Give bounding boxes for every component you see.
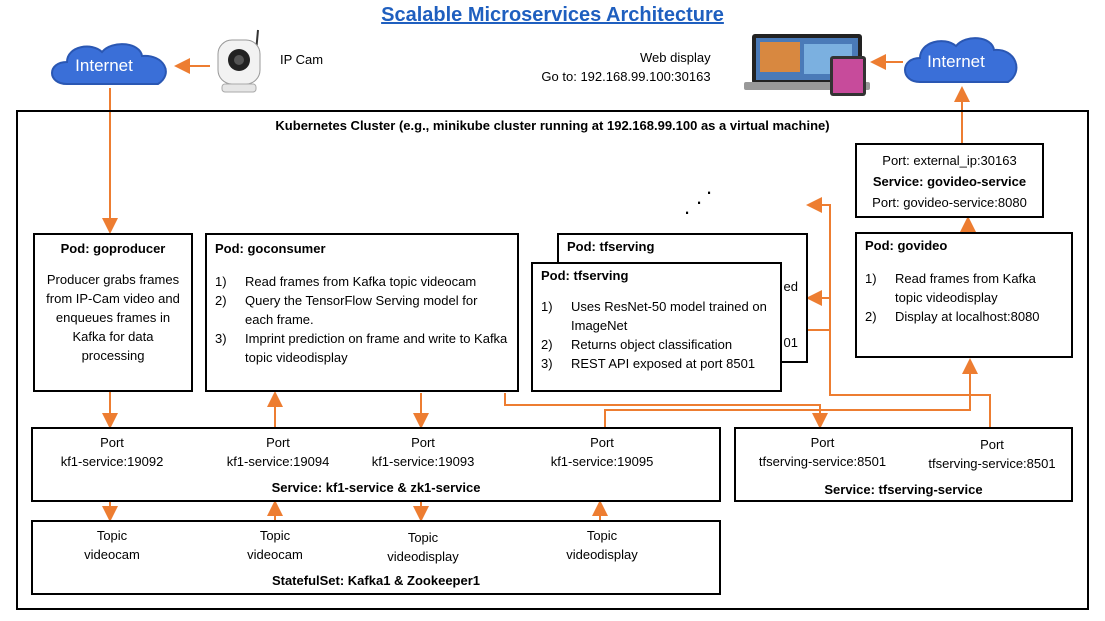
web-display-label: Web display Go to: 192.168.99.100:30163: [541, 48, 711, 86]
tfserving-replica-fragment: ed: [783, 279, 798, 294]
goproducer-description: Producer grabs frames from IP-Cam video …: [46, 272, 180, 363]
ip-cam-label: IP Cam: [280, 52, 324, 67]
pod-govideo: Pod: govideo 1)Read frames from Kafka to…: [855, 232, 1073, 358]
service-govideo: Port: external_ip:30163 Service: govideo…: [855, 143, 1044, 218]
internet-label-right: Internet: [927, 52, 985, 71]
list-item: 2)Query the TensorFlow Serving model for…: [215, 293, 478, 327]
tfserving-service-name: Service: tfserving-service: [824, 482, 983, 497]
pod-goconsumer: Pod: goconsumer 1)Read frames from Kafka…: [205, 233, 519, 392]
list-item: 1)Read frames from Kafka topic videodisp…: [865, 271, 1036, 305]
govideo-service-port-top: Port: external_ip:30163: [882, 153, 1017, 168]
tfserving-steps: 1)Uses ResNet-50 model trained on ImageN…: [541, 297, 772, 373]
govideo-title: Pod: govideo: [865, 238, 948, 253]
ellipsis-dots: ...: [684, 174, 713, 219]
list-item: 1)Read frames from Kafka topic videocam: [215, 274, 477, 289]
tfserving-replica-fragment: 01: [783, 335, 798, 350]
web-display-line2: Go to: 192.168.99.100:30163: [541, 69, 711, 84]
pod-goproducer: Pod: goproducer Producer grabs frames fr…: [33, 233, 193, 392]
internet-label-left: Internet: [75, 56, 133, 75]
tfserving-replica-title: Pod: tfserving: [567, 239, 655, 254]
kubernetes-cluster: [16, 110, 1089, 610]
tfserving-title: Pod: tfserving: [541, 268, 629, 283]
cloud-icon: [904, 37, 1018, 83]
ip-camera-icon: [217, 29, 261, 93]
diagram-title: Scalable Microservices Architecture: [381, 4, 724, 26]
list-item: 2)Returns object classification: [541, 337, 733, 352]
list-item: 2)Display at localhost:8080: [865, 309, 1040, 324]
list-item: 3)REST API exposed at port 8501: [541, 356, 756, 371]
kf1-service-name: Service: kf1-service & zk1-service: [271, 480, 481, 495]
goconsumer-title: Pod: goconsumer: [215, 241, 326, 256]
statefulset-name: StatefulSet: Kafka1 & Zookeeper1: [271, 573, 481, 588]
cluster-label: Kubernetes Cluster (e.g., minikube clust…: [275, 118, 830, 133]
cloud-icon: [51, 43, 167, 85]
govideo-steps: 1)Read frames from Kafka topic videodisp…: [865, 269, 1063, 326]
list-item: 1)Uses ResNet-50 model trained on ImageN…: [541, 299, 767, 333]
govideo-service-port-bottom: Port: govideo-service:8080: [872, 195, 1027, 210]
list-item: 3)Imprint prediction on frame and write …: [215, 331, 508, 365]
devices-icon: [744, 34, 870, 96]
web-display-line1: Web display: [640, 50, 711, 65]
pod-tfserving: Pod: tfserving 1)Uses ResNet-50 model tr…: [531, 262, 782, 392]
goproducer-title: Pod: goproducer: [60, 241, 166, 256]
goconsumer-steps: 1)Read frames from Kafka topic videocam …: [215, 272, 509, 367]
govideo-service-name: Service: govideo-service: [872, 174, 1027, 189]
